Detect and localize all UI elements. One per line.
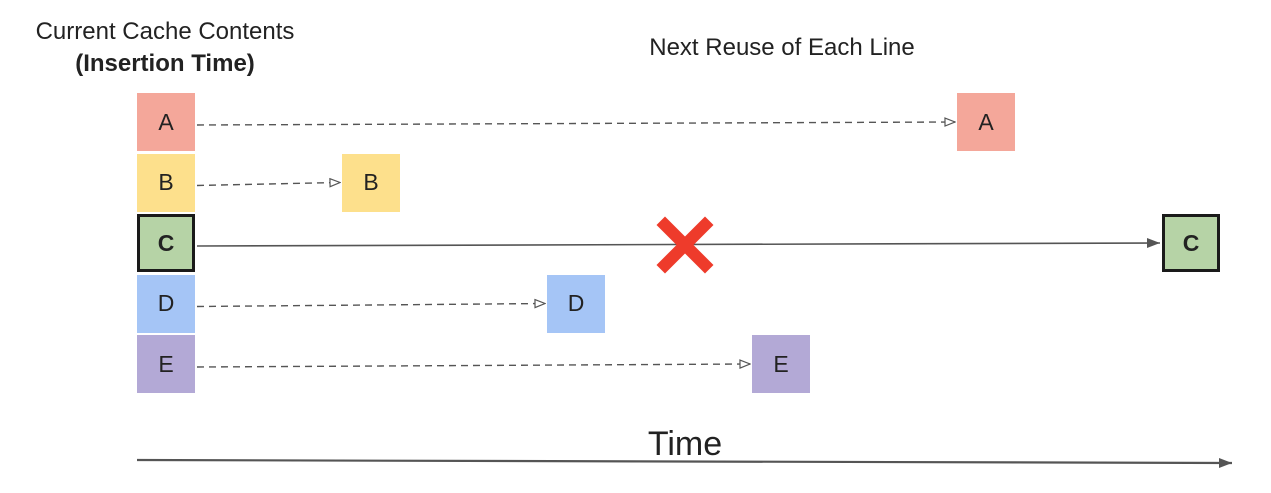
time-axis-arrow [136, 457, 1233, 468]
reuse-a: A [957, 93, 1015, 151]
insertion-time-subtitle: (Insertion Time) [75, 50, 255, 77]
cache-line-d: D [137, 274, 195, 333]
reuse-c: C [1162, 214, 1220, 272]
reuse-d: D [547, 274, 605, 333]
cache-contents-title: Current Cache Contents [35, 18, 295, 45]
reuse-arrow-e [196, 364, 750, 367]
reuse-arrow-b [196, 183, 340, 186]
cache-line-a: A [137, 93, 195, 151]
reuse-arrow-d [196, 304, 545, 307]
next-reuse-title: Next Reuse of Each Line [649, 34, 915, 61]
evict-x-icon [656, 216, 714, 274]
cache-line-c: C [137, 214, 195, 272]
cache-line-e: E [137, 335, 195, 393]
reuse-arrow-a [196, 122, 955, 125]
reuse-b: B [342, 153, 400, 212]
time-axis-label: Time [647, 425, 723, 463]
reuse-e: E [752, 335, 810, 393]
cache-line-b: B [137, 153, 195, 212]
